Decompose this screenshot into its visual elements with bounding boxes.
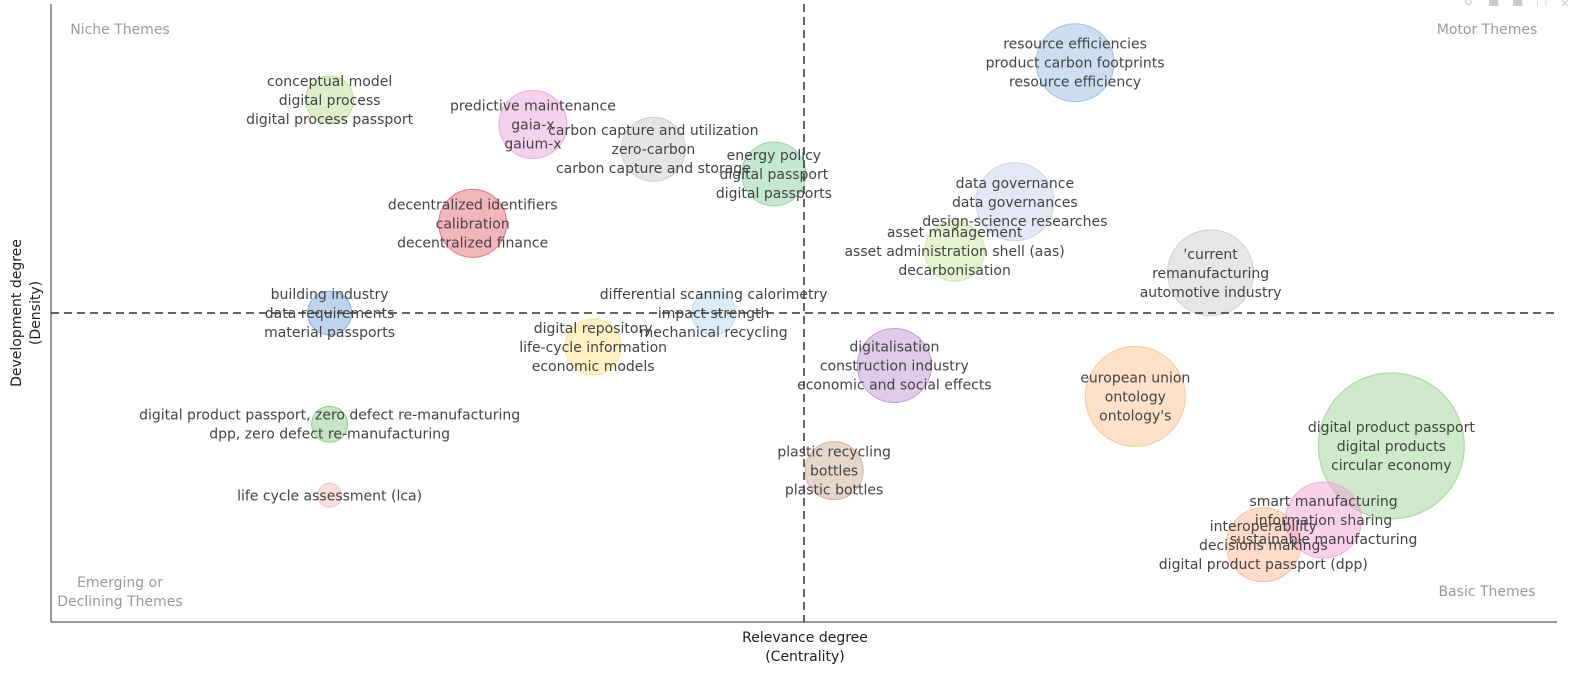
cluster-label-4-1: energy policy	[727, 148, 821, 164]
cluster-bubble-2[interactable]	[498, 90, 568, 160]
cluster-label-7-1: differential scanning calorimetry	[600, 287, 828, 303]
cluster-label-14-3: automotive industry	[1140, 285, 1282, 301]
cluster-label-15-3: economic and social effects	[797, 378, 992, 394]
quadrant-label-motor: Motor Themes	[1437, 22, 1538, 38]
cluster-label-1-1: conceptual model	[267, 74, 392, 90]
cluster-label-16-2: ontology	[1105, 389, 1166, 405]
cluster-label-3-3: carbon capture and storage	[556, 161, 751, 177]
y-axis-title-line: Development degree	[9, 239, 25, 387]
cluster-label-15-1: digitalisation	[849, 340, 939, 356]
autoscale-icon[interactable]: □	[1536, 0, 1550, 6]
cluster-label-19-1: interoperability	[1210, 519, 1317, 535]
cluster-label-14-1: 'current	[1183, 247, 1238, 263]
cluster-label-12-2: data governances	[952, 195, 1078, 211]
lines-layer	[50, 4, 1557, 623]
cluster-label-17-3: plastic bottles	[785, 483, 883, 499]
cluster-label-10-1: life cycle assessment (lca)	[237, 488, 422, 504]
cluster-label-15-2: construction industry	[820, 359, 969, 375]
cluster-label-7-2: impact strength	[658, 306, 770, 322]
cluster-label-9-1: digital product passport, zero defect re…	[139, 408, 520, 424]
y-axis-title: Development degree(Density)	[9, 239, 44, 387]
cluster-label-13-3: decarbonisation	[898, 263, 1010, 279]
plot-toolbar: ⚲ ■ ■ □ ×	[1464, 0, 1574, 6]
quadrant-label-basic: Basic Themes	[1438, 584, 1535, 600]
cluster-label-2-1: predictive maintenance	[450, 99, 616, 115]
cluster-label-8-3: economic models	[532, 359, 655, 375]
cluster-label-18-2: digital products	[1337, 439, 1446, 455]
cluster-bubble-8[interactable]	[564, 318, 622, 376]
x-axis-title: (Centrality)	[765, 649, 845, 665]
cluster-label-3-2: zero-carbon	[612, 142, 696, 158]
cluster-label-17-2: bottles	[810, 464, 858, 480]
cluster-label-19-3: digital product passport (dpp)	[1159, 557, 1368, 573]
cluster-label-11-3: resource efficiency	[1009, 75, 1141, 91]
cluster-bubble-4[interactable]	[741, 141, 807, 207]
reset-icon[interactable]: ×	[1560, 0, 1574, 6]
cluster-label-16-1: european union	[1080, 370, 1190, 386]
cluster-label-2-3: gaium-x	[504, 137, 561, 153]
zoom-icon[interactable]: ⚲	[1464, 0, 1478, 6]
cluster-bubble-15[interactable]	[856, 328, 932, 404]
cluster-label-4-3: digital passports	[716, 186, 832, 202]
cluster-label-20-2: information sharing	[1255, 513, 1392, 529]
cluster-bubble-16[interactable]	[1084, 345, 1186, 447]
quadrant-label-emerging: Declining Themes	[57, 594, 182, 610]
cluster-bubble-12[interactable]	[975, 162, 1055, 242]
cluster-label-5-1: decentralized identifiers	[388, 197, 558, 213]
cluster-label-18-3: circular economy	[1331, 458, 1452, 474]
cluster-label-16-3: ontology's	[1099, 408, 1171, 424]
quadrant-label-niche: Niche Themes	[70, 22, 170, 38]
cluster-bubble-18[interactable]	[1317, 372, 1465, 520]
cluster-label-14-2: remanufacturing	[1152, 266, 1269, 282]
cluster-label-6-1: building industry	[271, 287, 389, 303]
cluster-bubble-11[interactable]	[1035, 23, 1115, 103]
cluster-label-11-2: product carbon footprints	[986, 56, 1165, 72]
cluster-bubble-9[interactable]	[311, 405, 349, 443]
cluster-label-20-3: sustainable manufacturing	[1230, 532, 1418, 548]
cluster-bubble-5[interactable]	[438, 188, 508, 258]
cluster-label-7-3: mechanical recycling	[640, 325, 788, 341]
cluster-label-5-3: decentralized finance	[397, 235, 548, 251]
y-axis-title-line: (Density)	[28, 281, 44, 345]
quadrant-label-emerging: Emerging or	[77, 575, 163, 591]
cluster-bubble-17[interactable]	[804, 441, 864, 501]
cluster-label-11-1: resource efficiencies	[1003, 37, 1147, 53]
cluster-label-17-1: plastic recycling	[777, 445, 890, 461]
cluster-bubble-20[interactable]	[1285, 481, 1363, 559]
cluster-label-20-1: smart manufacturing	[1249, 494, 1397, 510]
cluster-bubble-1[interactable]	[305, 75, 355, 125]
cluster-label-1-3: digital process passport	[246, 112, 413, 128]
cluster-label-12-3: design-science researches	[922, 214, 1107, 230]
cluster-label-1-2: digital process	[279, 93, 381, 109]
axis-titles: Relevance degree (Centrality) Development …	[9, 239, 868, 665]
cluster-label-6-2: data requirements	[265, 306, 395, 322]
cluster-label-8-1: digital repository	[534, 321, 653, 337]
cluster-label-4-2: digital passport	[720, 167, 829, 183]
cluster-label-13-2: asset administration shell (aas)	[844, 244, 1064, 260]
cluster-bubble-3[interactable]	[620, 116, 686, 182]
x-axis-title: Relevance degree	[742, 630, 868, 646]
cluster-label-12-1: data governance	[956, 176, 1074, 192]
cluster-label-8-2: life-cycle information	[519, 340, 667, 356]
download-icon[interactable]: ■	[1512, 0, 1526, 6]
cluster-bubble-14[interactable]	[1167, 229, 1255, 317]
cluster-label-6-3: material passports	[264, 325, 395, 341]
pan-icon[interactable]: ■	[1488, 0, 1502, 6]
cluster-label-2-2: gaia-x	[511, 118, 554, 134]
cluster-bubble-19[interactable]	[1225, 507, 1301, 583]
cluster-label-18-1: digital product passport	[1308, 420, 1476, 436]
cluster-label-19-2: decisions makings	[1199, 538, 1328, 554]
cluster-bubble-10[interactable]	[317, 482, 343, 508]
bubbles-layer	[305, 23, 1465, 583]
cluster-label-9-2: dpp, zero defect re-manufacturing	[209, 427, 450, 443]
cluster-label-13-1: asset management	[887, 225, 1023, 241]
labels-layer: conceptual model digital process digital p…	[139, 37, 1475, 573]
cluster-label-5-2: calibration	[436, 216, 510, 232]
cluster-bubble-13[interactable]	[924, 220, 986, 282]
cluster-label-3-1: carbon capture and utilization	[548, 123, 758, 139]
